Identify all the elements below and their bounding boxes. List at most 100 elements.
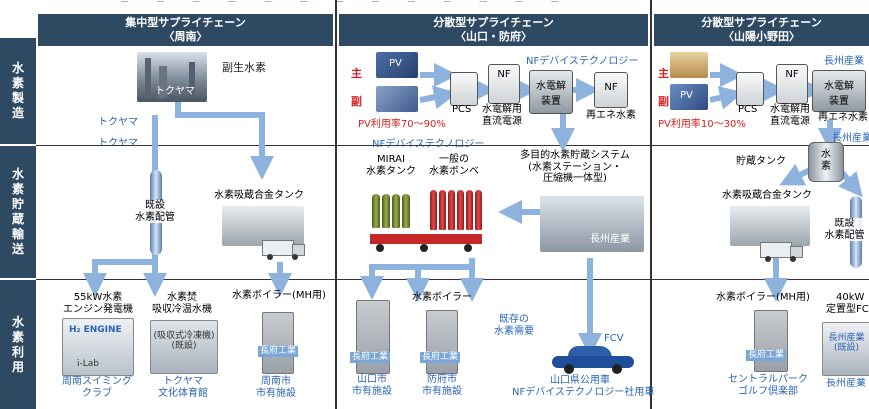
dc-power-unit-col2: NF: [488, 64, 520, 104]
nf-device-tech-label-2: NFデバイステクノロジー: [372, 139, 485, 150]
tokuyama-label-2: トクヤマ: [98, 138, 138, 149]
site2-line2: 文化体育館: [158, 387, 208, 399]
mirai-line1: MIRAI: [377, 154, 405, 165]
site2-label: トクヤマ 文化体育館: [138, 376, 228, 399]
row-divider-1: [36, 145, 869, 146]
smokestack-1: [145, 58, 151, 98]
cylinder-3: [448, 190, 455, 230]
pv-label-col3: PV: [680, 90, 693, 101]
golf-site-line2: ゴルフ倶楽部: [738, 385, 798, 397]
engine-generator-label: 55kW水素 エンジン発電機: [58, 292, 138, 315]
truck-wheel-2: [292, 254, 298, 260]
fcv-car-wheel-1: [564, 364, 574, 374]
pcs-label-col3: PCS: [738, 104, 758, 115]
choshu-sangyo-photo-label: 長州産業: [590, 234, 630, 245]
tank-truck-col2: [370, 230, 490, 252]
mirai-line2: 水素タンク: [366, 165, 416, 177]
dc-power-label-col3: 水電解用 直流電源: [760, 104, 820, 127]
arrow-col2-distribution: [360, 258, 475, 300]
pcs-label-col2: PCS: [452, 104, 472, 115]
storage-system-line1: 多目的水素貯蔵システム: [520, 150, 630, 161]
golf-site-label: セントラルパーク ゴルフ倶楽部: [718, 374, 818, 397]
arrow-col1-main: [175, 100, 274, 180]
site3-line2: 市有施設: [256, 387, 296, 399]
yamaguchi-site-line1: 山口市: [357, 374, 387, 385]
fcv-car-icon: [552, 346, 634, 374]
nf-device-tech-label: NFデバイステクノロジー: [526, 56, 639, 67]
alloy-tank-label: 水素吸蔵合金タンク: [214, 190, 304, 201]
mirai-tank-3: [392, 194, 400, 228]
column-header-2-sub: 〈山口・防府〉: [455, 30, 532, 43]
alloy-tank-label-col3: 水素吸蔵合金タンク: [722, 190, 812, 201]
tokuyama-photo-label: トクヤマ: [155, 86, 195, 97]
mirai-tank-2: [382, 194, 390, 228]
cylinder-line1: 一般の: [439, 154, 469, 165]
site1-line2: クラブ: [82, 387, 112, 399]
fuel-cell-photo-line1: 長州産業: [828, 333, 865, 343]
dc-power-line2-col3: 直流電源: [770, 115, 810, 127]
pv-panel-sub-col3: PV: [670, 84, 708, 110]
column-divider-1: [335, 0, 337, 409]
column-header-3-title: 分散型サプライチェーン: [701, 16, 822, 29]
electrolyzer-line2-col3: 装置: [829, 96, 849, 107]
pv-panel-sub-col2: [376, 86, 418, 112]
existing-pipe-line1-col3: 既設: [834, 218, 855, 229]
boiler-mh-label: 水素ボイラー(MH用): [232, 290, 326, 301]
engine-generator-line2: エンジン発電機: [63, 303, 133, 315]
choshu-label-2: 長州産業: [832, 133, 869, 144]
row-label-storage: 水素貯蔵輸送: [0, 146, 36, 278]
chiller-label: 水素焚 吸収冷温水機: [142, 292, 222, 315]
row-divider-2: [36, 279, 869, 280]
choshu-site-label: 長州産業: [826, 378, 866, 389]
mirai-tank-label: MIRAI 水素タンク: [366, 154, 416, 177]
column-header-1: 集中型サプライチェーン 〈周南〉: [38, 14, 333, 46]
main-label-col2: 主: [351, 67, 362, 80]
site1-label: 周南スイミング クラブ: [52, 376, 142, 399]
storage-tank-icon: 水素: [808, 142, 844, 182]
main-label-col3: 主: [658, 67, 669, 80]
fcv-users-line2: NFデバイステクノロジー社用車: [512, 386, 655, 398]
truck-icon: [262, 240, 305, 260]
cylinder-label: 一般の 水素ボンベ: [424, 154, 484, 177]
byproduct-hydrogen-label: 副生水素: [222, 61, 266, 74]
tank-truck-bed: [370, 234, 482, 244]
truck-wheel-1-col3: [765, 256, 771, 262]
pv-label-col2: PV: [389, 58, 402, 69]
renewable-hydrogen-col3: 再エネ水素: [818, 112, 868, 123]
storage-system-label: 多目的水素貯蔵システム (水素ステーション・ 圧縮機一体型): [505, 150, 645, 185]
pv-rate-col2: PV利用率70～90%: [358, 119, 446, 130]
fuel-cell-photo: 長州産業 (既設): [822, 322, 869, 376]
electrolyzer-col3: 水電解 装置: [812, 70, 866, 112]
electrolyzer-line1-col3: 水電解: [824, 81, 854, 92]
dc-power-line2-col2: 直流電源: [482, 115, 522, 127]
tank-truck-wheel-1: [376, 244, 384, 252]
cylinder-2: [439, 190, 446, 230]
truck-icon-col3: [760, 242, 803, 262]
boiler-cabinet-col3: [754, 310, 788, 372]
nf-mark-col3: NF: [785, 69, 799, 80]
cylinder-5: [466, 190, 473, 230]
site1-line1: 周南スイミング: [62, 376, 132, 387]
dc-power-label-col2: 水電解用 直流電源: [472, 104, 532, 127]
chofu-tag-yamaguchi: 長府工業: [350, 352, 391, 363]
fuel-cell-photo-label: 長州産業 (既設): [823, 333, 869, 354]
column-header-2: 分散型サプライチェーン 〈山口・防府〉: [339, 14, 648, 46]
pv-panel-main-col2: PV: [376, 52, 418, 78]
electrolyzer-col2: 水電解 装置: [529, 70, 573, 114]
storage-tank-label: 貯蔵タンク: [736, 156, 786, 167]
pcs-unit-col2: [450, 72, 478, 106]
fuel-cell-line2: 定置型FC: [826, 303, 869, 315]
engine-photo-label: H₂ ENGINE: [69, 325, 122, 335]
boiler-cabinet: [262, 312, 294, 374]
arrow-col3-pv-sub: [709, 85, 744, 110]
chiller-line2: 吸収冷温水機: [152, 303, 212, 315]
hofu-site-label: 防府市 市有施設: [412, 374, 472, 397]
dc-power-line1-col3: 水電解用: [770, 104, 810, 115]
tokuyama-label-1: トクヤマ: [98, 117, 138, 128]
top-caption: ー ー ー ー ー ー ー ー ー ー ー ー ー: [120, 0, 572, 8]
pcs-unit-col3: [736, 72, 764, 106]
truck-body: [262, 240, 294, 256]
storage-system-photo: 長州産業: [540, 196, 644, 252]
hofu-site-line2: 市有施設: [422, 385, 462, 397]
chiller-photo-line2: (既設): [171, 341, 197, 352]
